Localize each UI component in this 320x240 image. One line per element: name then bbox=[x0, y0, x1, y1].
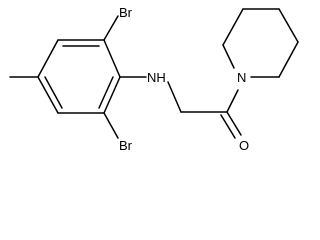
piperidine-bond-5 bbox=[278, 41, 299, 78]
carbonyl-oxygen-label: O bbox=[239, 138, 249, 153]
piperidine-bond-2 bbox=[222, 8, 244, 46]
bromine-top-label: Br bbox=[119, 5, 133, 20]
piperidine-bond-1 bbox=[222, 44, 235, 69]
bond-carbonyl-to-n bbox=[226, 89, 239, 113]
ring-double-bond-right bbox=[98, 76, 114, 109]
piperidine-bond-4 bbox=[278, 8, 299, 43]
ring-bond-4 bbox=[37, 76, 59, 114]
bond-carbonyl-to-o-2 bbox=[220, 114, 236, 139]
ring-bond-2 bbox=[103, 76, 121, 114]
bond-carbonyl-to-o-1 bbox=[226, 111, 242, 136]
bond-to-bromine-bottom bbox=[103, 112, 119, 139]
ring-double-bond-left bbox=[44, 76, 63, 109]
piperidine-nitrogen-label: N bbox=[237, 70, 246, 85]
piperidine-ring bbox=[222, 8, 299, 78]
bromine-bottom-label: Br bbox=[119, 138, 133, 153]
molecule-diagram: Br Br NH N O bbox=[9, 5, 299, 153]
amine-nh-label: NH bbox=[147, 70, 166, 85]
ring-bond-1 bbox=[103, 39, 121, 78]
benzene-ring bbox=[37, 39, 121, 114]
ring-bond-5 bbox=[37, 39, 59, 78]
bond-nh-to-ch2 bbox=[167, 81, 182, 113]
bond-to-bromine-top bbox=[103, 15, 119, 41]
